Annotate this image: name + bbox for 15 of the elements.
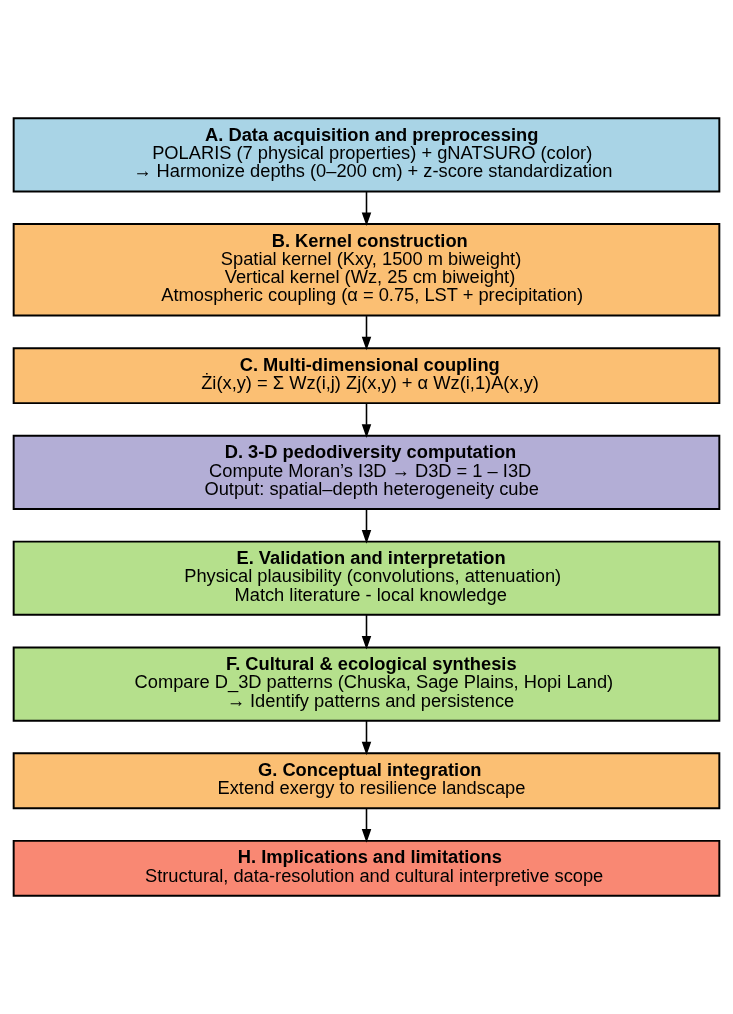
node-box: G. Conceptual integration Extend exergy to resilience landscape <box>12 752 721 810</box>
node-box: F. Cultural & ecological synthesis Compare D_3D patterns (Chuska, Sage Plains, Hopi Land) → Identify patterns and persistence <box>12 646 721 722</box>
arrow <box>361 508 372 544</box>
arrow <box>361 614 372 650</box>
node-box: D. 3-D pedodiversity computation Compute Moran’s I3D → D3D = 1 – I3D Output: spatial–depth heterogeneity cube <box>12 434 721 510</box>
node-box: B. Kernel construction Spatial kernel (Kxy, 1500 m biweight) Vertical kernel (Wz, 25 cm biweight) Atmospheric coupling (α = 0.75, LST + precipitation) <box>12 223 721 317</box>
arrow <box>361 402 372 438</box>
node-box: E. Validation and interpretation Physical plausibility (convolutions, attenuation) Match literature - local knowledge <box>12 540 721 616</box>
node-box: A. Data acquisition and preprocessing POLARIS (7 physical properties) + gNATSURO (color) → Harmonize depths (0–200 cm) + z-score standardization <box>12 117 721 193</box>
arrow <box>361 315 372 351</box>
node-box: C. Multi-dimensional coupling Żi(x,y) = Σ Wz(i,j) Zj(x,y) + α Wz(i,1)A(x,y) <box>12 347 721 405</box>
arrow <box>361 807 372 843</box>
node-box: H. Implications and limitations Structural, data-resolution and cultural interpretive scope <box>12 839 721 897</box>
arrow <box>361 190 372 227</box>
arrow <box>361 720 372 756</box>
